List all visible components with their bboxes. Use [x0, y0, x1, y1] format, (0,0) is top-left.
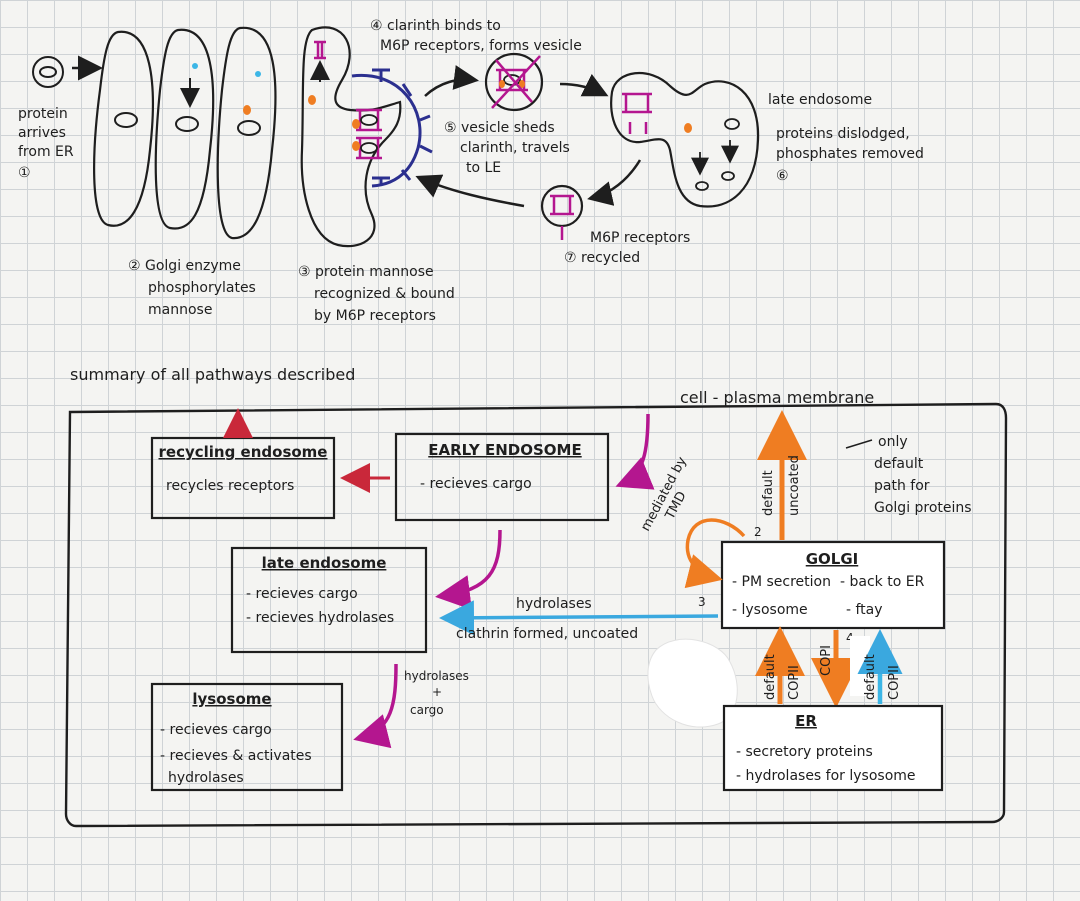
protein-icon — [721, 171, 735, 181]
golgi-pm-secretion: - PM secretion — [732, 574, 831, 590]
num3-label: 3 — [698, 595, 706, 609]
arrow-to-recycled — [587, 159, 642, 206]
protein-icon — [360, 114, 378, 126]
default-label-2: default — [863, 654, 878, 700]
magenta-arrow-membrane-to-early — [615, 413, 655, 490]
num4-label: 4 — [846, 631, 854, 645]
protein-icon — [39, 66, 57, 78]
protein-icon — [175, 116, 199, 132]
early-endosome-title: EARLY ENDOSOME — [428, 441, 581, 459]
step2-label: ② Golgi enzyme phosphorylates mannose — [128, 258, 260, 318]
default-label-1: default — [763, 654, 778, 700]
lysosome-box — [150, 682, 344, 792]
clathrin-label: clathrin formed, uncoated — [456, 626, 638, 642]
step5-label: ⑤ vesicle sheds clarinth, travels to LE — [444, 120, 574, 176]
lysosome-text: - recieves cargo - recieves & activates … — [160, 722, 316, 786]
clathrin-coat — [351, 73, 422, 188]
golgi-cisterna-3 — [216, 26, 277, 240]
step3-label: ③ protein mannose recognized & bound by … — [298, 264, 459, 324]
summary-diagram: summary of all pathways described cell -… — [64, 365, 1008, 828]
recycling-endosome-title: recycling endosome — [159, 443, 328, 461]
magenta-arrow-late-to-lysosome — [353, 663, 398, 749]
step7-label: M6P receptors ⑦ recycled — [564, 230, 695, 266]
vesicle — [484, 52, 544, 112]
receptor-complex — [356, 108, 382, 160]
recycling-endosome-box — [150, 436, 336, 520]
er-title: ER — [795, 712, 817, 730]
arrow-back-to-golgi — [415, 174, 525, 208]
golgi-back-to-er: - back to ER — [840, 574, 925, 590]
magenta-arrow-early-to-late — [435, 529, 502, 610]
early-endosome-text: - recieves cargo — [420, 476, 532, 492]
lysosome-title: lysosome — [192, 690, 271, 708]
top-illustration: protein arrives from ER ① ② Golgi enzyme… — [18, 18, 928, 324]
blue-arrow-golgi-to-late — [439, 600, 719, 636]
mannose-dot — [519, 80, 525, 88]
late-endosome-text: - recieves cargo - recieves hydrolases — [246, 586, 394, 626]
phosphate-dot — [192, 63, 198, 69]
golgi-lysosome: - lysosome — [732, 602, 808, 618]
orange-loop-tmd — [684, 518, 746, 589]
protein-icon — [695, 181, 709, 191]
er-text: - secretory proteins - hydrolases for ly… — [736, 744, 916, 784]
early-endosome-box — [394, 432, 610, 522]
arrow-to-vesicle — [424, 65, 479, 97]
default-uncoated-label: default uncoated — [761, 455, 802, 516]
protein-arrives-label: protein arrives from ER ① — [18, 106, 78, 181]
mediated-by-tmd-label: mediated by TMD — [638, 451, 706, 542]
m6p-receptor — [550, 194, 574, 216]
copii-label-2: COPII — [887, 665, 902, 700]
recycling-endosome-text: recycles receptors — [166, 478, 294, 494]
receptor-complex — [622, 92, 652, 134]
golgi-stay: - ftay — [846, 602, 883, 618]
shed-clathrin-mark — [495, 59, 533, 103]
mannose-dot — [308, 95, 316, 105]
er-box — [722, 704, 944, 792]
protein-icon — [360, 142, 378, 154]
mannose-dot — [352, 141, 360, 151]
step4-label: ④ clarinth binds to M6P receptors, forms… — [370, 18, 582, 54]
m6p-receptor — [314, 40, 326, 60]
golgi-box — [720, 540, 946, 630]
only-default-pointer — [845, 439, 873, 449]
whiteout-smudge — [647, 638, 738, 728]
mannose-dot — [499, 80, 505, 88]
copi-label: COPI — [819, 645, 834, 676]
protein-icon — [724, 118, 740, 130]
only-default-label: only default path for Golgi proteins — [874, 434, 972, 516]
hydrolases-cargo-label: hydrolases + cargo — [404, 669, 473, 717]
mannose-dot — [352, 119, 360, 129]
trans-golgi — [300, 26, 402, 248]
recycled-vesicle — [540, 184, 584, 228]
arrow-to-late-endosome — [559, 73, 609, 97]
late-endosome-label: late endosome — [768, 92, 872, 108]
copii-label-1: COPII — [787, 665, 802, 700]
mannose-dot — [684, 123, 692, 133]
late-endosome-title: late endosome — [262, 554, 387, 572]
receptor-complex — [496, 68, 528, 92]
late-endosome-box — [230, 546, 428, 654]
golgi-title: GOLGI — [806, 550, 859, 568]
summary-heading: summary of all pathways described — [70, 365, 355, 384]
protein-icon — [114, 112, 138, 128]
golgi-cisterna-2 — [154, 28, 215, 230]
clathrin-spikes — [372, 68, 433, 186]
plasma-membrane-label: cell - plasma membrane — [680, 388, 874, 407]
hydrolases-label: hydrolases — [516, 596, 592, 612]
phosphate-dot — [255, 71, 261, 77]
step6-label: proteins dislodged, phosphates removed ⑥ — [776, 126, 928, 184]
mannose-dot — [243, 105, 251, 115]
golgi-cisterna-1 — [93, 30, 154, 227]
protein-icon — [237, 120, 261, 136]
protein-circle — [32, 56, 64, 88]
late-endosome-shape — [610, 72, 760, 208]
cell-boundary — [64, 402, 1008, 828]
num2-label: 2 — [754, 525, 762, 539]
